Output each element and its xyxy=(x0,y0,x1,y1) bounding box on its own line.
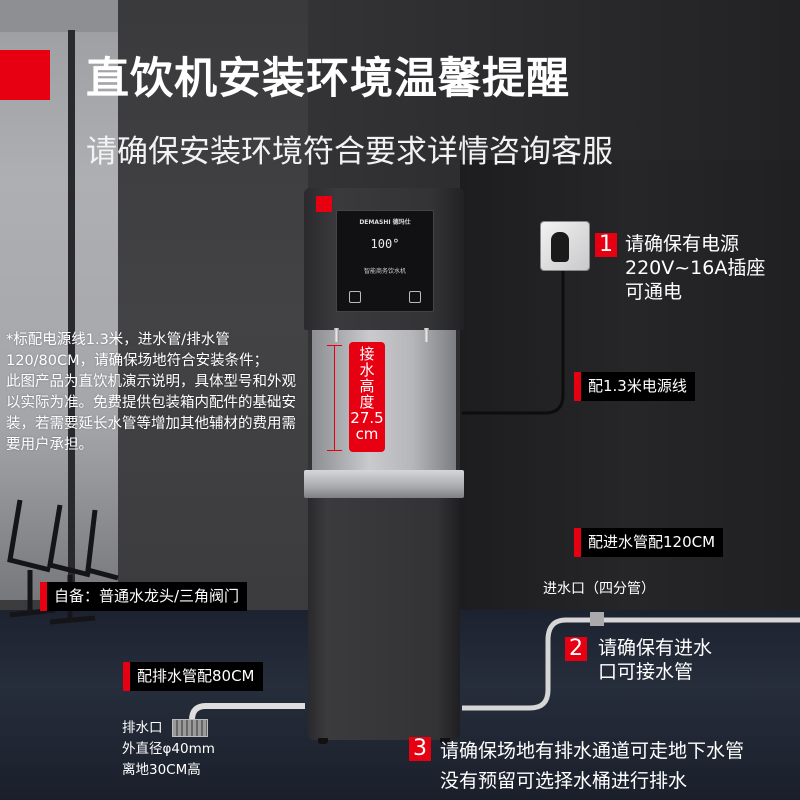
height-label-char: 度 xyxy=(359,393,375,411)
dispenser-foot xyxy=(318,738,328,744)
height-label-unit: cm xyxy=(355,425,379,443)
height-label-char: 接 xyxy=(359,345,375,363)
tag-self-prepare: 自备：普通水龙头/三角阀门 xyxy=(40,582,248,611)
brand-badge xyxy=(316,196,332,212)
step-line: 请确保场地有排水通道可走地下水管 xyxy=(440,740,745,762)
page-subtitle: 请确保安装环境符合要求详情咨询客服 xyxy=(86,134,613,170)
step-3-text: 请确保场地有排水通道可走地下水管 没有预留可选择水桶进行排水 xyxy=(440,736,744,796)
drain-info: 排水口 外直径φ40mm 离地30CM高 xyxy=(122,718,215,781)
height-label-char: 水 xyxy=(359,361,375,379)
tag-inlet-pipe: 配进水管配120CM xyxy=(574,528,724,557)
note-line: 此图产品为直饮机演示说明，具体型号和外观以实际为准。免费提供包装箱内配件的基础安… xyxy=(6,374,296,453)
dispense-button-left xyxy=(349,291,361,303)
step-line: 没有预留可选择水桶进行排水 xyxy=(440,770,688,792)
tap-right xyxy=(424,328,429,342)
height-measure-tick xyxy=(327,345,342,346)
dispense-button-right xyxy=(409,291,421,303)
page-title: 直饮机安装环境温馨提醒 xyxy=(86,54,570,104)
height-measure-tick xyxy=(327,450,342,451)
tap-left xyxy=(334,328,339,342)
step-line: 220V~16A插座 xyxy=(625,257,766,279)
step-number-1: 1 xyxy=(595,233,617,257)
tag-power-cord: 配1.3米电源线 xyxy=(574,372,695,401)
water-dispenser: DEMASHI 德玛仕 100° 智能商务饮水机 xyxy=(304,188,464,746)
note-line: *标配电源线1.3米，进水管/排水管120/80CM，请确保场地符合安装条件； xyxy=(6,332,269,369)
step-number-2: 2 xyxy=(565,637,587,661)
step-line: 请确保有进水 xyxy=(598,637,713,659)
control-panel: DEMASHI 德玛仕 100° 智能商务饮水机 xyxy=(336,210,434,312)
installation-note: *标配电源线1.3米，进水管/排水管120/80CM，请确保场地符合安装条件； … xyxy=(6,330,306,456)
step-line: 请确保有电源 xyxy=(625,233,740,255)
step-line: 口可接水管 xyxy=(598,661,694,683)
dispenser-head: DEMASHI 德玛仕 100° 智能商务饮水机 xyxy=(304,188,464,330)
step-line: 可通电 xyxy=(625,281,683,303)
height-label-char: 高 xyxy=(359,377,375,395)
background-window-mullion xyxy=(68,30,75,590)
height-measure-line xyxy=(334,345,335,451)
temperature-display: 100° xyxy=(370,237,400,251)
dispenser-cabinet xyxy=(308,498,460,740)
step-2-text: 请确保有进水 口可接水管 xyxy=(598,636,712,684)
step-1-text: 请确保有电源 220V~16A插座 可通电 xyxy=(625,232,765,304)
floor-drain-icon xyxy=(172,719,208,737)
plug-icon xyxy=(551,232,569,262)
tag-drain-pipe: 配排水管配80CM xyxy=(123,662,263,691)
background-partition xyxy=(118,0,308,640)
background-right-wall xyxy=(460,160,800,680)
office-chairs-illustration xyxy=(7,499,119,625)
drain-line: 排水口 xyxy=(122,720,163,736)
product-caption: 智能商务饮水机 xyxy=(363,268,406,275)
drain-line: 离地30CM高 xyxy=(122,762,201,778)
height-label-value: 27.5 xyxy=(350,409,384,427)
water-height-label: 接 水 高 度 27.5 cm xyxy=(349,342,385,452)
drip-tray xyxy=(304,470,464,498)
dispenser-foot xyxy=(440,738,450,744)
drain-line: 外直径φ40mm xyxy=(122,741,215,757)
brand-logo: DEMASHI 德玛仕 xyxy=(359,219,411,226)
background-window-frame xyxy=(0,0,118,32)
title-marker xyxy=(0,50,50,100)
step-number-3: 3 xyxy=(409,737,431,761)
inlet-label: 进水口（四分管） xyxy=(543,581,655,597)
